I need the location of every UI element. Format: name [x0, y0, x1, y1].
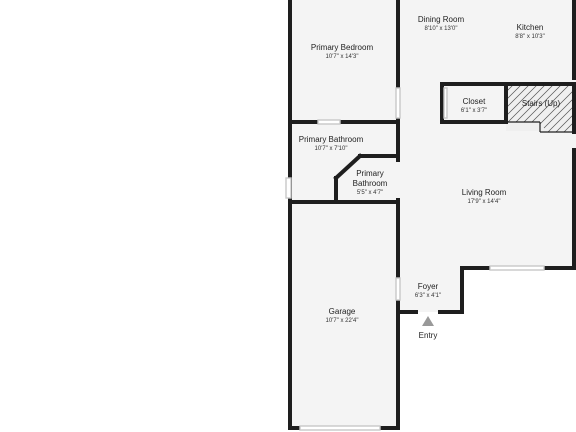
dining-room-name: Dining Room — [418, 15, 465, 24]
primary-bathroom-small-name-line2: Bathroom — [353, 179, 388, 188]
primary-bedroom-dim: 10'7" x 14'3" — [326, 54, 359, 60]
entry-arrow-icon — [422, 316, 434, 326]
entry-label: Entry — [419, 331, 438, 340]
kitchen-name: Kitchen — [517, 23, 544, 32]
closet-name: Closet — [463, 97, 486, 106]
primary-bathroom-small-name-line1: Primary — [356, 169, 384, 178]
primary-bathroom-main-dim: 10'7" x 7'10" — [315, 146, 348, 152]
floor-areas — [290, 0, 576, 428]
stairs-name: Stairs (Up) — [522, 99, 561, 108]
stairs-hatching — [505, 84, 575, 133]
dining-room-dim: 8'10" x 13'0" — [425, 26, 458, 32]
garage-name: Garage — [329, 307, 356, 316]
primary-bathroom-small-dim: 5'5" x 4'7" — [357, 190, 383, 196]
foyer-name: Foyer — [418, 282, 439, 291]
windows — [285, 87, 545, 431]
living-room-dim: 17'9" x 14'4" — [468, 199, 501, 205]
primary-bedroom-name: Primary Bedroom — [311, 43, 374, 52]
foyer-dim: 6'3" x 4'1" — [415, 293, 441, 299]
living-room-name: Living Room — [462, 188, 507, 197]
garage-dim: 10'7" x 22'4" — [326, 318, 359, 324]
closet-dim: 6'1" x 3'7" — [461, 108, 487, 114]
kitchen-dim: 8'8" x 10'3" — [515, 34, 545, 40]
primary-bathroom-main-name: Primary Bathroom — [299, 135, 364, 144]
